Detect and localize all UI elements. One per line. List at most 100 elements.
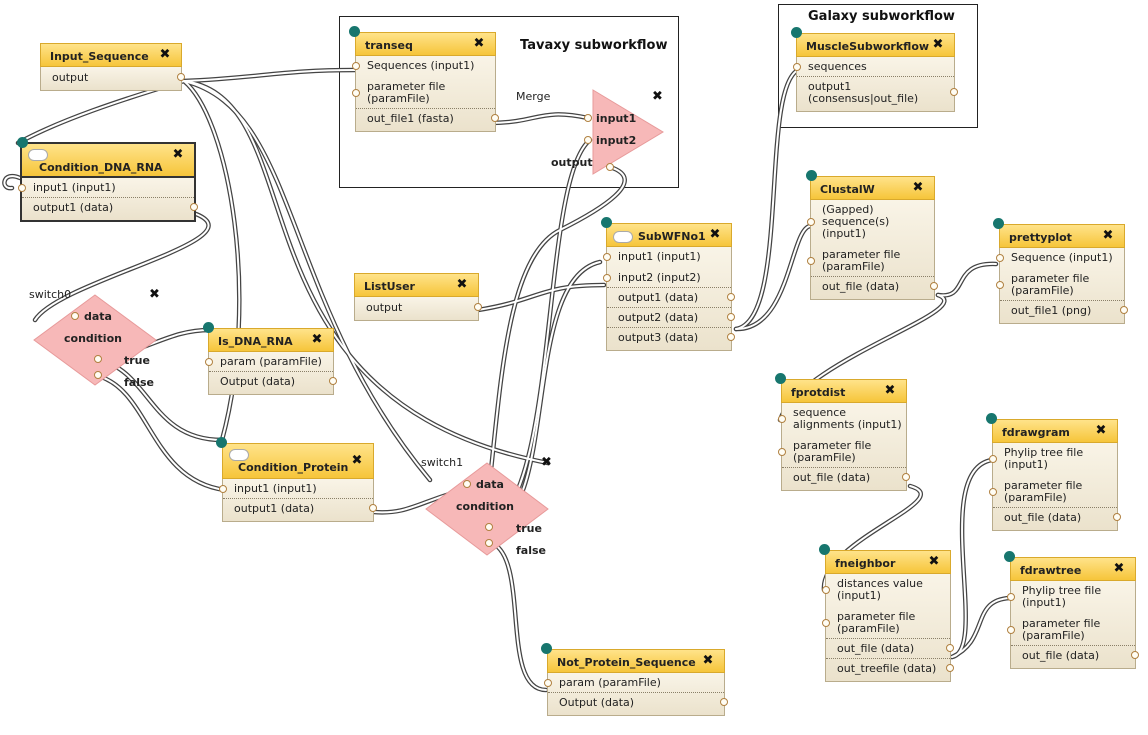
switch0-label: switch0 bbox=[29, 288, 72, 301]
switch0-data-terminal[interactable] bbox=[71, 312, 79, 320]
close-icon[interactable]: ✖ bbox=[912, 180, 924, 195]
node-is-dna-rna[interactable]: Is_DNA_RNA✖ param (paramFile) Output (da… bbox=[205, 328, 337, 395]
merge-input1-terminal[interactable] bbox=[584, 114, 592, 122]
switch0-true-terminal[interactable] bbox=[94, 355, 102, 363]
close-icon[interactable]: ✖ bbox=[473, 36, 485, 51]
output-port-label: out_file1 (fasta) bbox=[367, 112, 454, 125]
output-port-label: output1 (data) bbox=[33, 201, 114, 214]
input-terminal[interactable] bbox=[603, 252, 611, 261]
node-fprotdist[interactable]: fprotdist✖ sequence alignments (input1) … bbox=[778, 379, 910, 491]
start-marker-icon bbox=[216, 437, 227, 448]
close-icon[interactable]: ✖ bbox=[928, 554, 940, 569]
merge-output-terminal[interactable] bbox=[606, 163, 614, 171]
output-terminal[interactable] bbox=[727, 292, 735, 301]
node-fdrawtree[interactable]: fdrawtree✖ Phylip tree file (input1) par… bbox=[1007, 557, 1139, 669]
output-terminal[interactable] bbox=[177, 73, 185, 81]
output-terminal[interactable] bbox=[946, 643, 954, 652]
input-terminal[interactable] bbox=[778, 447, 786, 456]
node-transeq[interactable]: transeq✖ Sequences (input1) parameter fi… bbox=[352, 32, 499, 132]
close-icon[interactable]: ✖ bbox=[932, 37, 944, 52]
node-input-sequence[interactable]: Input_Sequence✖ output bbox=[40, 43, 185, 91]
output-port-label: out_file (data) bbox=[1022, 649, 1100, 662]
output-terminal[interactable] bbox=[329, 376, 337, 385]
node-subwfno1[interactable]: SubWFNo1✖ input1 (input1) input2 (input2… bbox=[603, 223, 735, 351]
close-icon[interactable]: ✖ bbox=[159, 47, 171, 62]
node-condition-protein[interactable]: Condition_Protein✖ input1 (input1) outpu… bbox=[219, 443, 377, 522]
close-icon[interactable]: ✖ bbox=[1113, 561, 1125, 576]
close-icon[interactable]: ✖ bbox=[311, 332, 323, 347]
output-terminal[interactable] bbox=[1113, 512, 1121, 521]
tavaxy-subworkflow-title: Tavaxy subworkflow bbox=[520, 38, 668, 53]
input-terminal[interactable] bbox=[807, 217, 815, 226]
input-terminal[interactable] bbox=[989, 454, 997, 463]
input-terminal[interactable] bbox=[807, 256, 815, 265]
comment-icon[interactable] bbox=[613, 231, 633, 243]
input-terminal[interactable] bbox=[544, 678, 552, 687]
input-terminal[interactable] bbox=[352, 61, 360, 70]
output-terminal[interactable] bbox=[720, 697, 728, 706]
switch1-false-terminal[interactable] bbox=[485, 539, 493, 547]
output-terminal[interactable] bbox=[369, 503, 377, 512]
switch0-false-terminal[interactable] bbox=[94, 371, 102, 379]
close-icon[interactable]: ✖ bbox=[1102, 228, 1114, 243]
node-title: Condition_Protein bbox=[238, 461, 349, 474]
input-terminal[interactable] bbox=[996, 280, 1004, 289]
node-not-protein-sequence[interactable]: Not_Protein_Sequence✖ param (paramFile) … bbox=[544, 649, 728, 716]
node-clustalw[interactable]: ClustalW✖ (Gapped) sequence(s) (input1) … bbox=[807, 176, 938, 300]
input-terminal[interactable] bbox=[352, 88, 360, 97]
node-prettyplot[interactable]: prettyplot✖ Sequence (input1) parameter … bbox=[996, 224, 1128, 324]
output-terminal[interactable] bbox=[727, 332, 735, 341]
merge-input2-terminal[interactable] bbox=[584, 136, 592, 144]
input-terminal[interactable] bbox=[18, 183, 26, 192]
node-muscle-subworkflow[interactable]: MuscleSubworkflow✖ sequences output1 (co… bbox=[793, 33, 958, 112]
comment-icon[interactable] bbox=[229, 449, 249, 461]
input-terminal[interactable] bbox=[822, 618, 830, 627]
close-icon[interactable]: ✖ bbox=[456, 277, 468, 292]
start-marker-icon bbox=[601, 217, 612, 228]
input-port-label: parameter file (paramFile) bbox=[822, 248, 901, 273]
output-terminal[interactable] bbox=[946, 663, 954, 672]
input-terminal[interactable] bbox=[793, 62, 801, 71]
output-terminal[interactable] bbox=[1120, 305, 1128, 314]
input-terminal[interactable] bbox=[1007, 592, 1015, 601]
node-title: fdrawgram bbox=[1002, 426, 1070, 439]
node-title: ClustalW bbox=[820, 183, 875, 196]
close-icon[interactable]: ✖ bbox=[1095, 423, 1107, 438]
comment-icon[interactable] bbox=[28, 149, 48, 161]
close-icon[interactable]: ✖ bbox=[884, 383, 896, 398]
input-terminal[interactable] bbox=[989, 487, 997, 496]
node-title: fdrawtree bbox=[1020, 564, 1082, 577]
switch1-true-terminal[interactable] bbox=[485, 523, 493, 531]
close-icon[interactable]: ✖ bbox=[149, 287, 160, 302]
input-terminal[interactable] bbox=[1007, 625, 1015, 634]
close-icon[interactable]: ✖ bbox=[541, 455, 552, 470]
output-terminal[interactable] bbox=[902, 472, 910, 481]
output-terminal[interactable] bbox=[950, 87, 958, 96]
output-terminal[interactable] bbox=[474, 303, 482, 311]
output-terminal[interactable] bbox=[1131, 650, 1139, 659]
input-terminal[interactable] bbox=[219, 484, 227, 493]
output-terminal[interactable] bbox=[727, 312, 735, 321]
close-icon[interactable]: ✖ bbox=[351, 453, 363, 468]
input-terminal[interactable] bbox=[822, 585, 830, 594]
node-fneighbor[interactable]: fneighbor✖ distances value (input1) para… bbox=[822, 550, 954, 682]
close-icon[interactable]: ✖ bbox=[172, 147, 184, 162]
input-terminal[interactable] bbox=[603, 273, 611, 282]
close-icon[interactable]: ✖ bbox=[709, 227, 721, 242]
close-icon[interactable]: ✖ bbox=[702, 653, 714, 668]
output-terminal[interactable] bbox=[491, 113, 499, 122]
input-terminal[interactable] bbox=[205, 357, 213, 366]
input-terminal[interactable] bbox=[778, 414, 786, 423]
switch1-data-terminal[interactable] bbox=[463, 480, 471, 488]
node-condition-dna-rna[interactable]: Condition_DNA_RNA✖ input1 (input1) outpu… bbox=[18, 142, 198, 222]
node-listuser[interactable]: ListUser✖ output bbox=[354, 273, 482, 321]
node-fdrawgram[interactable]: fdrawgram✖ Phylip tree file (input1) par… bbox=[989, 419, 1121, 531]
close-icon[interactable]: ✖ bbox=[652, 89, 663, 104]
input-terminal[interactable] bbox=[996, 253, 1004, 262]
output-terminal[interactable] bbox=[930, 281, 938, 290]
merge-node-shape[interactable] bbox=[588, 88, 668, 178]
node-title: ListUser bbox=[364, 280, 415, 293]
switch1-true-label: true bbox=[516, 522, 542, 535]
input-port-label: Sequence (input1) bbox=[1011, 251, 1113, 264]
output-terminal[interactable] bbox=[190, 202, 198, 211]
